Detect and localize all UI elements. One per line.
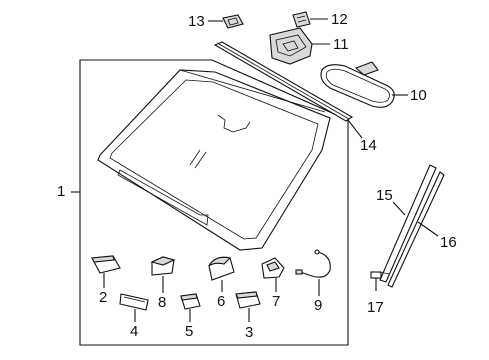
callout-16: 16: [440, 234, 457, 251]
callout-9: 9: [314, 297, 323, 314]
callout-1: 1: [57, 183, 66, 200]
callout-13: 13: [188, 13, 205, 30]
clip-13: [222, 14, 244, 29]
callout-10: 10: [410, 87, 427, 104]
callout-17: 17: [367, 299, 384, 316]
part-6: [208, 256, 235, 281]
callout-8: 8: [158, 294, 167, 311]
leader-15: [392, 201, 406, 216]
part-9-wire: [295, 249, 331, 278]
callout-15: 15: [376, 187, 393, 204]
rear-view-mirror: [320, 61, 395, 108]
callout-14: 14: [360, 137, 377, 154]
callout-3: 3: [245, 324, 254, 341]
part-3: [235, 291, 261, 309]
part-8: [150, 256, 176, 276]
part-5: [180, 293, 201, 310]
callout-5: 5: [185, 323, 194, 340]
callout-4: 4: [130, 323, 139, 340]
windshield-glass: [97, 69, 331, 251]
part-7: [261, 257, 285, 279]
part-2: [91, 255, 121, 274]
upper-moulding-strip: [213, 41, 354, 122]
leader-14: [347, 119, 363, 139]
callout-2: 2: [99, 289, 108, 306]
callout-7: 7: [272, 293, 281, 310]
callout-11: 11: [333, 36, 349, 53]
leader-16: [417, 221, 439, 237]
part-4: [119, 293, 149, 311]
pillar-moulding-16: [387, 171, 445, 288]
clip-12: [292, 11, 311, 28]
clip-17: [370, 271, 391, 291]
callout-12: 12: [331, 11, 348, 28]
assembly-frame: [79, 59, 349, 346]
sensor-cover-11: [269, 27, 313, 65]
pillar-moulding-15: [379, 164, 437, 283]
callout-6: 6: [217, 293, 226, 310]
